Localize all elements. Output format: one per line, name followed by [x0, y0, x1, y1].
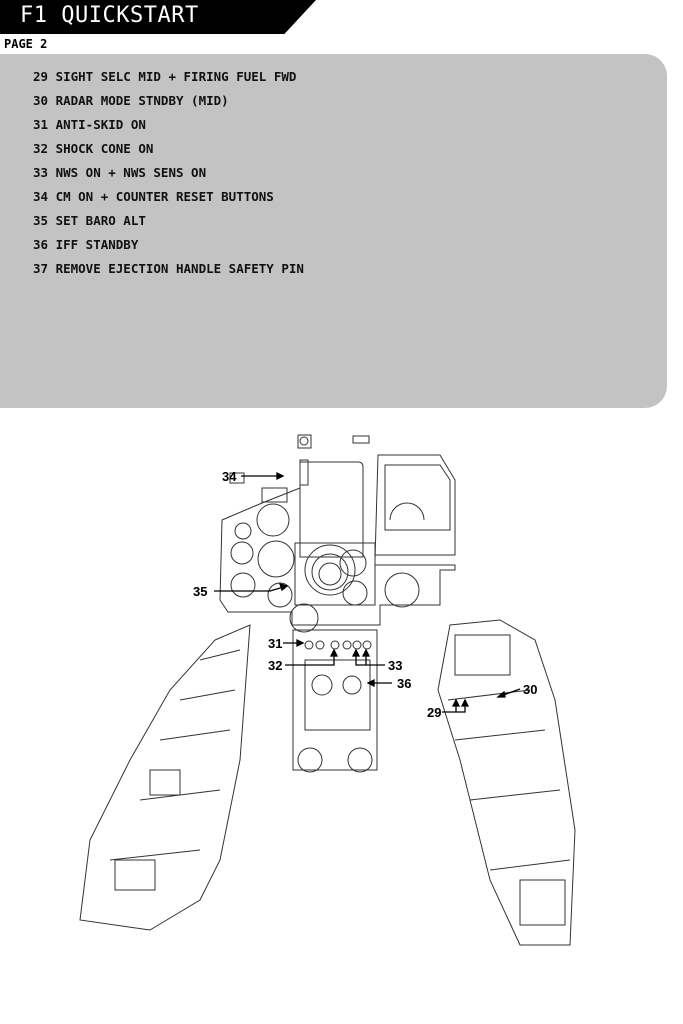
header-banner	[0, 0, 316, 34]
callout-29: 29	[427, 705, 442, 720]
callout-34: 34	[222, 469, 237, 484]
checklist-item: 32 SHOCK CONE ON	[33, 141, 154, 156]
checklist-item: 34 CM ON + COUNTER RESET BUTTONS	[33, 189, 274, 204]
checklist: 29 SIGHT SELC MID + FIRING FUEL FWD 30 R…	[33, 68, 304, 284]
callout-32: 32	[268, 658, 283, 673]
center-pedestal	[292, 629, 378, 773]
checklist-item: 35 SET BARO ALT	[33, 213, 146, 228]
page-number: PAGE 2	[4, 37, 48, 51]
checklist-panel: 29 SIGHT SELC MID + FIRING FUEL FWD 30 R…	[0, 54, 667, 408]
checklist-item: 29 SIGHT SELC MID + FIRING FUEL FWD	[33, 69, 297, 84]
cockpit-diagram	[79, 434, 576, 946]
page-title: F1 QUICKSTART	[20, 3, 199, 28]
checklist-item: 37 REMOVE EJECTION HANDLE SAFETY PIN	[33, 261, 304, 276]
checklist-item: 33 NWS ON + NWS SENS ON	[33, 165, 207, 180]
callout-31: 31	[268, 636, 283, 651]
checklist-item: 31 ANTI-SKID ON	[33, 117, 146, 132]
checklist-item: 36 IFF STANDBY	[33, 237, 139, 252]
callout-30: 30	[523, 682, 538, 697]
main-instrument-panel	[219, 434, 456, 633]
callout-35: 35	[193, 584, 208, 599]
callout-33: 33	[388, 658, 403, 673]
right-console	[437, 619, 576, 946]
callout-36: 36	[397, 676, 412, 691]
callout-arrows	[214, 471, 521, 713]
left-console	[79, 624, 251, 931]
checklist-item: 30 RADAR MODE STNDBY (MID)	[33, 93, 229, 108]
